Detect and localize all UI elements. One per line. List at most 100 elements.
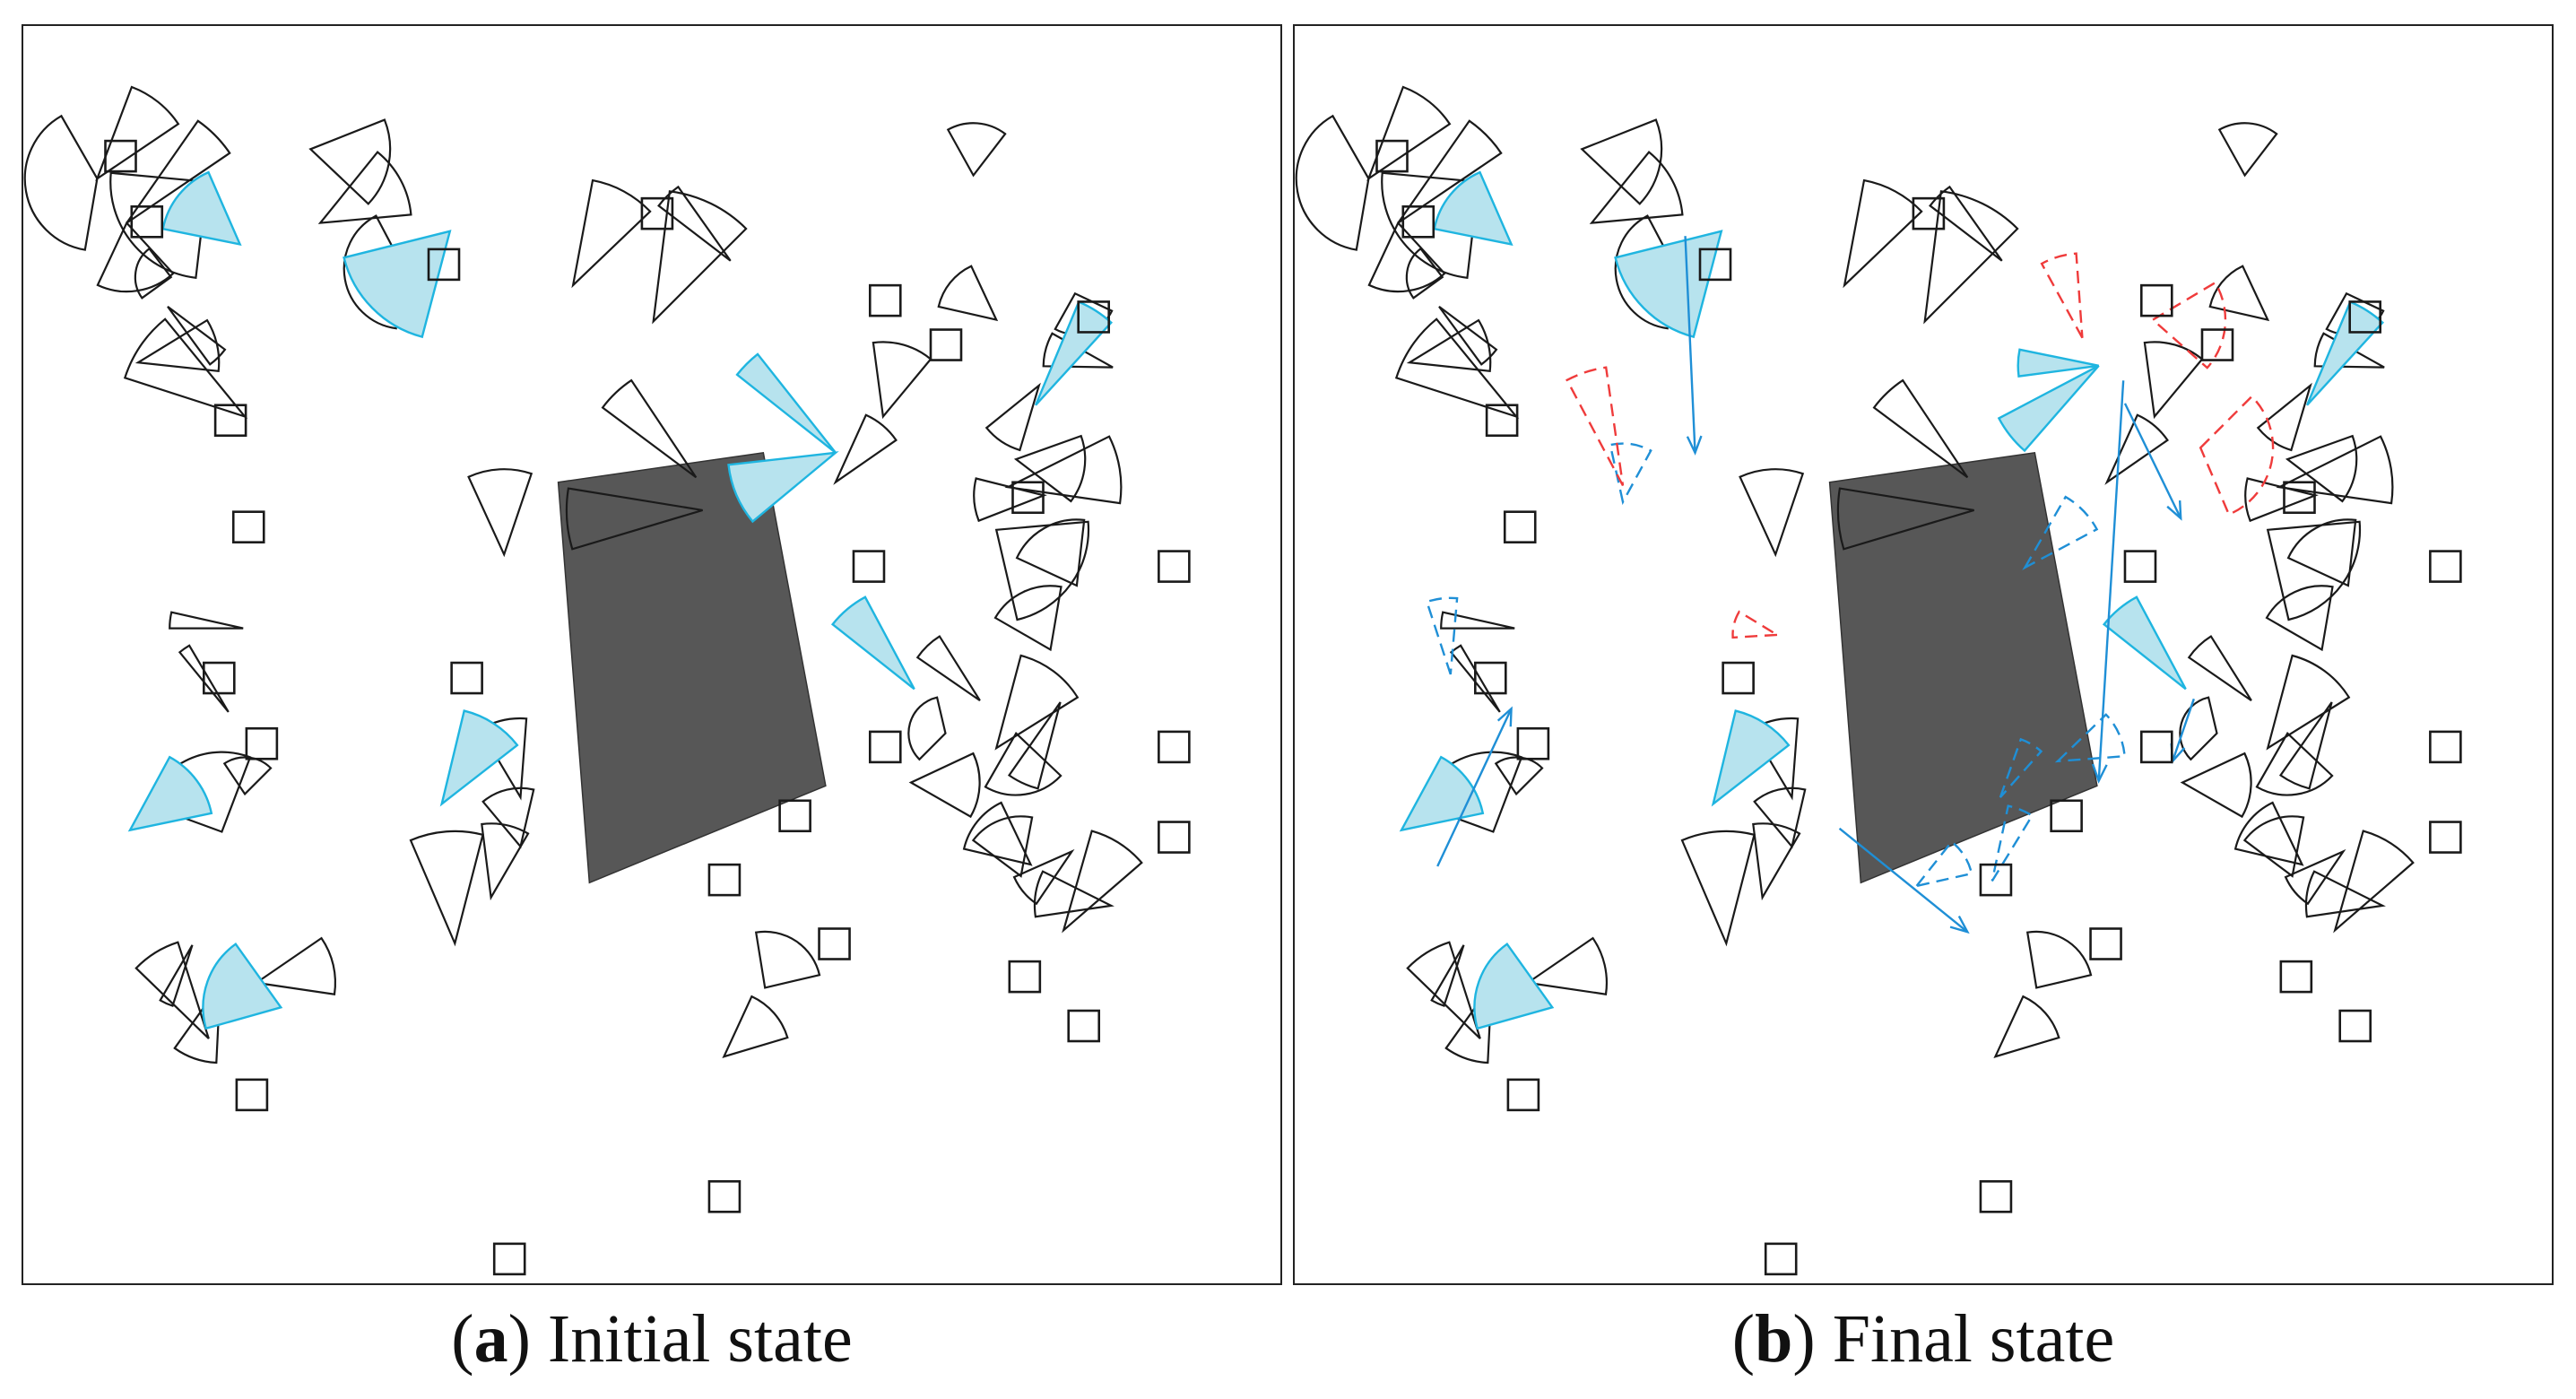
sensor-sector: [915, 635, 981, 702]
target-square: [778, 799, 811, 833]
target-square: [868, 283, 902, 317]
caption-text-b: Final state: [1815, 1301, 2115, 1377]
sensor-sector: [973, 477, 1047, 523]
sensor-sector: [2180, 752, 2252, 819]
sensor-sector: [2233, 801, 2304, 866]
sensor-sector: [481, 786, 535, 849]
caption-letter-a: a: [473, 1301, 508, 1377]
sensor-sector: [984, 731, 1062, 796]
target-square: [1722, 661, 1755, 695]
sensor-sector: [754, 930, 821, 989]
target-square: [1077, 300, 1110, 334]
target-square: [1979, 1180, 2013, 1213]
sensor-sector: [1589, 151, 1684, 224]
sensor-sector: [565, 487, 703, 551]
sensor-sector: [994, 654, 1080, 751]
relocated-sensor-sector: [1991, 804, 2034, 882]
sensor-sector: [1438, 306, 1498, 366]
sensor-sector: [23, 114, 99, 251]
target-square: [852, 550, 886, 583]
sensor-sector: [2313, 332, 2385, 369]
target-square: [2089, 927, 2122, 960]
panel-initial-state: [22, 24, 1282, 1285]
target-square: [1011, 481, 1045, 515]
sensor-sector: [1015, 518, 1086, 587]
target-square: [1485, 404, 1519, 438]
sensor-sector: [1406, 318, 1492, 373]
target-square: [929, 328, 963, 361]
sensor-sector: [1394, 317, 1520, 419]
sensor-sector: [1062, 830, 1143, 934]
caption-letter-b: b: [1755, 1301, 1793, 1377]
selected-sensor-sector: [202, 943, 283, 1030]
sensor-sector: [1405, 247, 1444, 300]
removed-sensor-sector: [2199, 395, 2275, 517]
target-square: [427, 248, 461, 282]
target-square: [1008, 960, 1042, 994]
sensor-sector: [2242, 815, 2305, 878]
target-square: [1503, 510, 1537, 543]
sensor-sector: [2104, 413, 2169, 485]
sensor-sector: [134, 247, 173, 300]
move-arrow-line: [1838, 827, 1969, 934]
sensor-sector: [2333, 830, 2415, 934]
selected-sensor-sector: [1433, 170, 1514, 247]
sensor-sector: [833, 413, 898, 485]
sensor-sector: [652, 190, 748, 325]
sensor-sector: [343, 214, 405, 330]
sensor-sector: [1033, 870, 1115, 918]
target-square: [1698, 248, 1732, 282]
target-square: [2283, 481, 2316, 515]
sensor-sector: [2143, 341, 2204, 420]
sensor-sector: [134, 318, 221, 373]
sensor-sector: [1923, 190, 2019, 325]
sensor-sector: [1295, 114, 1370, 251]
target-square: [245, 726, 279, 760]
sensor-sector: [1614, 214, 1677, 330]
sensor-sector: [962, 801, 1033, 866]
selected-sensor-sector: [343, 230, 452, 339]
obstacle: [1828, 451, 2098, 884]
target-square: [2429, 821, 2462, 854]
sensor-sector: [2217, 122, 2278, 178]
relocated-sensor-sector: [1425, 596, 1459, 675]
sensor-sector: [1929, 185, 2003, 262]
target-square: [2123, 550, 2157, 583]
sensor-sector: [253, 936, 337, 995]
sensor-sector: [222, 756, 273, 796]
target-square: [2348, 300, 2381, 334]
target-square: [1506, 1078, 1540, 1112]
sensor-sector: [937, 265, 999, 322]
target-square: [868, 730, 902, 764]
sensor-sector: [1524, 936, 1609, 995]
sensor-sector: [1739, 468, 1805, 558]
sensor-sector: [2256, 382, 2312, 452]
sensor-sector: [467, 468, 533, 558]
removed-sensor-sector: [1731, 610, 1781, 639]
move-arrow-head: [2091, 763, 2108, 784]
sensor-sector: [2025, 930, 2093, 989]
removed-sensor-sector: [2151, 281, 2227, 369]
diagram-final-state: [1295, 85, 2462, 1276]
target-square: [203, 661, 236, 695]
move-arrow-line: [1436, 708, 1513, 867]
sensor-sector: [1993, 995, 2060, 1058]
sensor-sector: [571, 178, 652, 289]
target-square: [492, 1242, 526, 1276]
target-square: [2429, 550, 2462, 583]
sensor-sector: [2266, 654, 2351, 751]
removed-sensor-sector: [2040, 252, 2084, 339]
target-square: [1375, 139, 1409, 173]
move-arrow-head: [2166, 500, 2182, 521]
move-arrow-line: [2123, 403, 2182, 519]
sensor-sector: [1042, 332, 1114, 369]
target-square: [2050, 799, 2083, 833]
obstacle: [557, 451, 827, 884]
selected-sensor-sector: [727, 451, 839, 524]
relocated-sensor-sector: [1609, 442, 1652, 506]
target-square: [707, 863, 742, 897]
sensor-sector: [1872, 378, 1969, 479]
sensor-sector: [109, 171, 209, 280]
sensor-sector: [134, 941, 210, 1039]
sensor-sector: [946, 122, 1007, 178]
